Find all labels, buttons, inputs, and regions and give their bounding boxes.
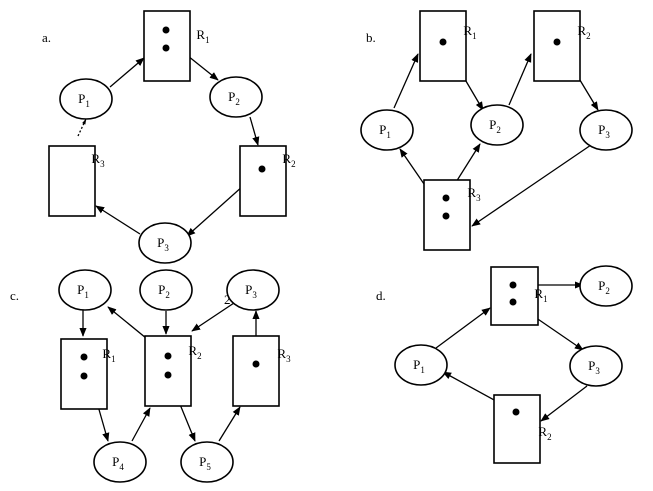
panel-a [48, 10, 287, 264]
resource-label-r3: R3 [91, 151, 105, 169]
panel-d [394, 265, 633, 464]
process-p2 [209, 76, 263, 118]
process-label-p2: P2 [228, 89, 240, 107]
resource-instance-dot [252, 360, 260, 368]
resource-instance-dot [164, 371, 172, 379]
resource-label-r2: R2 [538, 424, 551, 442]
edge-weight-label: 2 [224, 292, 231, 307]
process-label-p2: P2 [598, 278, 610, 296]
process-p3 [569, 345, 623, 387]
resource-r2 [493, 394, 541, 464]
edge-p4-to-r2 [131, 407, 151, 442]
panel-b [360, 10, 633, 251]
resource-label-r3: R3 [467, 185, 481, 203]
resource-label-r3: R3 [277, 346, 291, 364]
process-label-p1: P1 [78, 91, 90, 109]
edge-p2-to-r2 [508, 53, 532, 106]
process-label-p2: P2 [158, 282, 170, 300]
process-label-p4: P4 [112, 454, 124, 472]
process-p4 [93, 441, 147, 483]
resource-label-r2: R2 [577, 23, 590, 41]
resource-label-r2: R2 [282, 151, 295, 169]
process-label-p3: P3 [157, 235, 169, 253]
edge-p1-to-r1 [109, 57, 145, 88]
resource-instance-dot [162, 26, 170, 34]
process-p3 [138, 222, 192, 264]
resource-r2 [533, 10, 581, 82]
resource-label-r1: R1 [196, 27, 209, 45]
resource-instance-dot [553, 38, 561, 46]
process-p2 [139, 269, 193, 311]
edge-p3-to-r2 [540, 385, 588, 422]
process-p5 [180, 441, 234, 483]
panel-label: b. [366, 30, 376, 45]
process-label-p1: P1 [413, 357, 425, 375]
resource-label-r1: R1 [102, 346, 115, 364]
resource-label-r2: R2 [188, 343, 201, 361]
resource-instance-dot [509, 298, 517, 306]
panel-label: c. [10, 288, 19, 303]
resource-r2 [144, 335, 192, 407]
process-p3 [226, 269, 280, 311]
panel-label: d. [376, 288, 386, 303]
edge-p2-to-r2 [249, 116, 260, 146]
edge-p1-to-r1 [435, 307, 491, 349]
process-p2 [579, 265, 633, 307]
edge-p3-to-r3 [95, 205, 141, 235]
resource-r1 [490, 266, 539, 326]
process-p1 [58, 269, 112, 311]
resource-instance-dot [80, 372, 88, 380]
resource-r3 [48, 145, 96, 217]
edge-p3-to-r2 [191, 300, 238, 332]
resource-r1 [419, 10, 467, 82]
process-label-p3: P3 [598, 122, 610, 140]
process-p3 [579, 109, 633, 151]
process-label-p1: P1 [379, 122, 391, 140]
process-p1 [394, 344, 448, 386]
process-label-p3: P3 [588, 358, 600, 376]
resource-r1 [143, 10, 191, 82]
process-label-p1: P1 [77, 282, 89, 300]
resource-instance-dot [509, 281, 517, 289]
resource-instance-dot [162, 44, 170, 52]
process-label-p2: P2 [489, 117, 501, 135]
process-label-p3: P3 [245, 282, 257, 300]
edge-p1-to-r1 [393, 53, 419, 109]
process-p1 [360, 109, 414, 151]
resource-instance-dot [442, 212, 450, 220]
resource-label-r1: R1 [463, 23, 476, 41]
resource-instance-dot [258, 165, 266, 173]
resource-instance-dot [442, 194, 450, 202]
resource-instance-dot [512, 408, 520, 416]
edge-p5-to-r3 [218, 406, 241, 442]
process-label-p5: P5 [199, 454, 211, 472]
panel-c [58, 269, 280, 483]
edge-p3-to-r3 [471, 144, 592, 227]
resource-instance-dot [439, 38, 447, 46]
process-p1 [59, 78, 113, 120]
resource-r2 [239, 145, 287, 217]
process-p2 [470, 104, 524, 146]
resource-instance-dot [80, 353, 88, 361]
panel-label: a. [42, 30, 51, 45]
resource-instance-dot [164, 352, 172, 360]
resource-r3 [232, 335, 280, 407]
resource-label-r1: R1 [534, 286, 547, 304]
edge-r3-to-p1 [77, 118, 87, 137]
